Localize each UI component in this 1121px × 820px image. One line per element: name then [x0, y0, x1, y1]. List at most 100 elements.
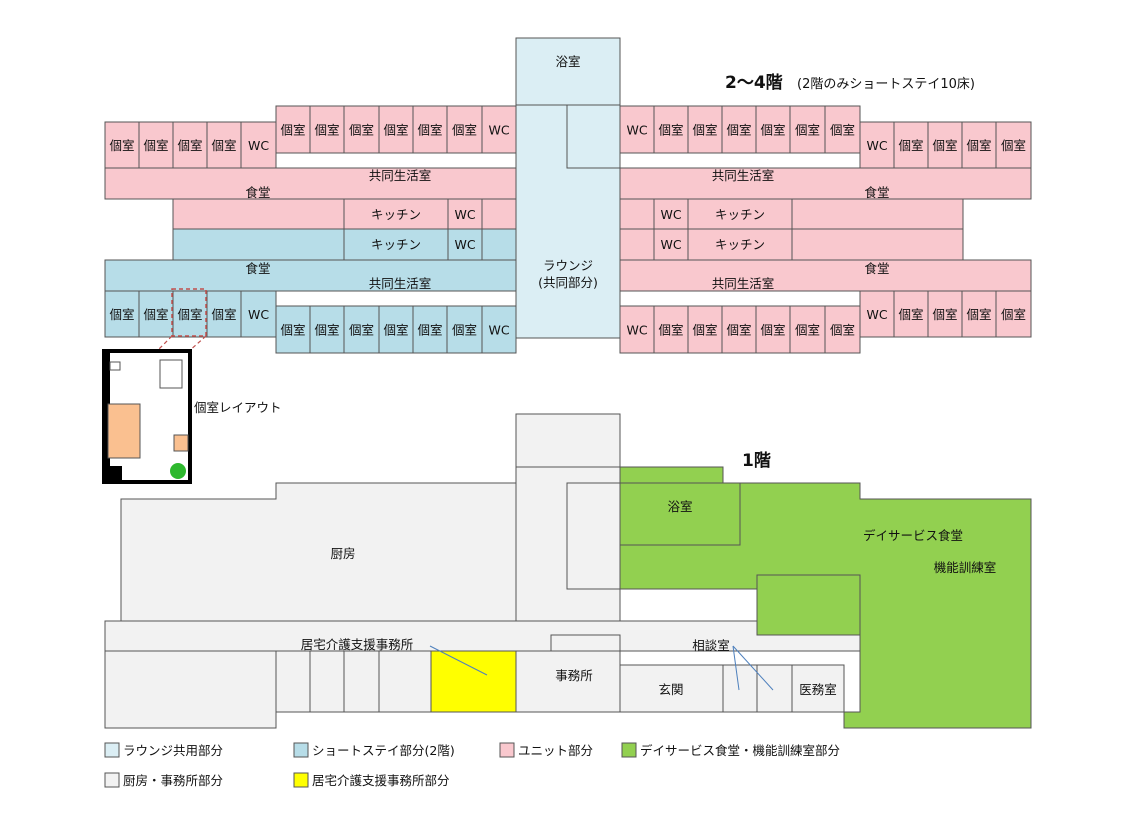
unit-tr-kitchen-wc — [653, 198, 689, 230]
unit-br-room-a-cell — [687, 305, 723, 354]
unit-bl-room-b-label: 個室 — [452, 323, 477, 338]
entrance-room — [619, 664, 724, 713]
room-layout-label: 個室レイアウト — [194, 400, 282, 415]
office-label: 事務所 — [555, 668, 593, 683]
unit-br-room-a-label: WC — [626, 323, 647, 338]
entrance-label: 玄関 — [658, 682, 683, 697]
unit-br-room-b-cell — [927, 290, 963, 338]
unit-bl-kitchen-label: キッチン — [371, 237, 421, 252]
unit-bl-room-b-cell — [378, 305, 414, 354]
unit-tl-room-b-cell — [275, 105, 311, 154]
unit-tr-room-a-label: 個室 — [795, 123, 820, 138]
unit-bl-room-a-cell — [172, 290, 208, 338]
unit-bl-kitchen-wc — [447, 228, 483, 261]
unit-br-room-b-label: WC — [866, 307, 887, 322]
unit-br-room-a-cell — [721, 305, 757, 354]
unit-tr-room-b-label: 個室 — [932, 138, 957, 153]
unit-bl-room-a-cell — [104, 290, 140, 338]
unit-br-kitchen — [687, 228, 793, 261]
upper-floor-heading: 2～4階 — [725, 73, 783, 93]
unit-br-room-b-cell — [995, 290, 1032, 338]
unit-bl-room-a-cell — [240, 290, 277, 338]
ground-floor-labels: 1階 厨房 浴室 デイサービス食堂 機能訓練室 居宅介護支援事務所 事務所 相談… — [301, 451, 997, 697]
unit-tr-room-b-label: 個室 — [966, 138, 991, 153]
unit-bl-living — [104, 259, 517, 292]
unit-bl-room-a-cell — [138, 290, 174, 338]
unit-tl-room-b-label: 個室 — [349, 123, 374, 138]
unit-bl-kitchen-wc-label: WC — [454, 237, 475, 252]
unit-tl-room-a-label: 個室 — [211, 138, 236, 153]
unit-tl-room-a-cell — [104, 121, 140, 169]
kitchen-area — [120, 482, 517, 622]
legend-swatch-kitchen-office — [104, 772, 120, 788]
unit-tl-room-a-cell — [240, 121, 277, 169]
home-care-office-area — [430, 650, 517, 713]
unit-br-dining-label: 食堂 — [864, 261, 889, 276]
unit-bl-room-a-label: 個室 — [143, 307, 168, 322]
unit-bl-room-a-cell — [206, 290, 242, 338]
private-room-layout: 個室レイアウト — [102, 288, 282, 484]
unit-tl-kitchen-label: キッチン — [371, 207, 421, 222]
lounge-label-sub: (共同部分) — [538, 275, 598, 290]
day-dining-label: デイサービス食堂 — [863, 528, 963, 543]
unit-tl-dining-label: 食堂 — [245, 185, 270, 200]
legend-unit: ユニット部分 — [518, 743, 593, 758]
unit-tr-kitchen-label: キッチン — [715, 207, 765, 222]
unit-tr-room-a-label: WC — [626, 123, 647, 138]
desk-shape — [173, 434, 189, 452]
private-room-highlight — [171, 288, 207, 337]
unit-bl-kitchen — [343, 228, 449, 261]
unit-br-room-a-label: 個室 — [830, 323, 855, 338]
unit-tr-kitchen-wc-label: WC — [660, 207, 681, 222]
unit-tr-room-a-cell — [619, 105, 655, 154]
ground-bath-label: 浴室 — [667, 499, 692, 514]
unit-tl-room-b-cell — [446, 105, 483, 154]
legend-kitchen-office: 厨房・事務所部分 — [123, 773, 223, 788]
unit-bl-room-b-label: 個室 — [383, 323, 408, 338]
home-care-leader-line — [429, 645, 488, 676]
unit-tl-room-b-label: 個室 — [280, 123, 305, 138]
unit-tr-room-a-label: 個室 — [692, 123, 717, 138]
unit-br-kitchen-label: キッチン — [715, 237, 765, 252]
unit-bl-room-b-cell — [343, 305, 380, 354]
unit-br-room-a-label: 個室 — [795, 323, 820, 338]
tower-area — [515, 413, 621, 468]
upper-bath-label: 浴室 — [555, 54, 580, 69]
unit-tl-room-b-label: 個室 — [452, 123, 477, 138]
plant-icon — [170, 463, 186, 479]
unit-br-room-a-cell — [755, 305, 791, 354]
unit-bl-room-b-cell — [275, 305, 311, 354]
unit-br-room-b-label: 個室 — [966, 307, 991, 322]
consult-small-2 — [756, 664, 793, 713]
unit-bl-room-a-label: 個室 — [211, 307, 236, 322]
consult-small-1 — [722, 664, 758, 713]
consult-leader-line-1 — [732, 645, 740, 691]
unit-tl-room-b-label: 個室 — [417, 123, 442, 138]
unit-tl-room-b-label: 個室 — [314, 123, 339, 138]
unit-bl-room-b-label: 個室 — [280, 323, 305, 338]
unit-tl-room-b-cell — [343, 105, 380, 154]
small-room-1 — [275, 650, 311, 713]
unit-bl-room-b-label: 個室 — [314, 323, 339, 338]
legend-swatch-day-service — [621, 742, 637, 758]
unit-tl-room-a-label: 個室 — [177, 138, 202, 153]
home-care-office-label: 居宅介護支援事務所 — [301, 637, 414, 652]
unit-tl-kitchen — [343, 198, 449, 230]
bed-shape — [107, 403, 141, 459]
legend-short-stay: ショートステイ部分(2階) — [312, 743, 455, 758]
unit-bl-room-a-label: 個室 — [109, 307, 134, 322]
upper-bath-room — [515, 37, 621, 106]
lounge-label: ラウンジ — [543, 258, 593, 273]
stair-ground — [566, 482, 621, 590]
unit-br-living — [619, 259, 1032, 292]
unit-tl-room-b-cell — [309, 105, 345, 154]
unit-tl-living-label: 共同生活室 — [369, 168, 432, 183]
unit-tl-room-a-cell — [206, 121, 242, 169]
unit-tl-room-b-label: 個室 — [383, 123, 408, 138]
unit-tr-dining-label: 食堂 — [864, 185, 889, 200]
unit-tr-living — [619, 167, 1032, 200]
unit-tl-living — [104, 167, 517, 200]
small-room-4 — [378, 650, 432, 713]
